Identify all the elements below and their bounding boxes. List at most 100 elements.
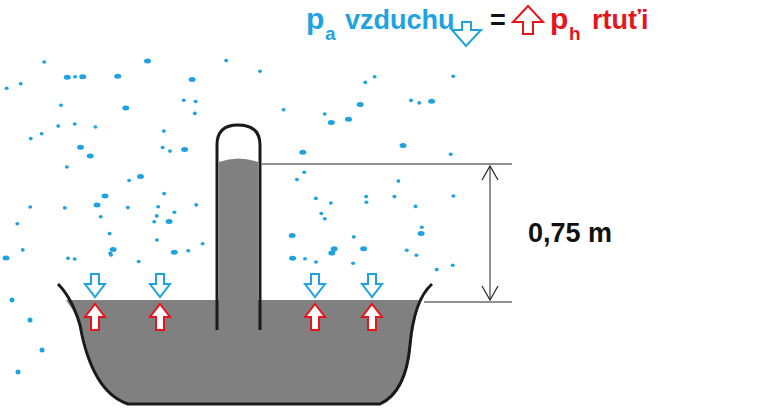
- air-particle: [332, 248, 336, 252]
- air-particle: [114, 74, 121, 79]
- air-particle: [186, 249, 190, 253]
- air-particle: [363, 81, 367, 85]
- air-particle: [451, 263, 455, 267]
- air-particle: [299, 150, 306, 155]
- air-particle: [40, 348, 45, 353]
- air-particle: [64, 75, 71, 80]
- surface-arrows: [85, 274, 382, 330]
- air-particle: [77, 145, 84, 150]
- air-particle: [405, 249, 409, 253]
- air-particle: [396, 179, 400, 183]
- air-particle: [28, 318, 33, 323]
- air-particle: [364, 195, 368, 199]
- air-particle: [314, 260, 318, 264]
- air-particle: [194, 203, 198, 207]
- air-particle: [302, 170, 306, 174]
- pressure-arrow-down: [452, 22, 481, 46]
- air-particle: [323, 112, 327, 116]
- air-particle: [87, 154, 94, 159]
- air-particle: [144, 58, 151, 63]
- air-particle: [449, 152, 453, 156]
- mercury-pressure-arrow: [85, 304, 105, 330]
- air-pressure-arrow: [305, 274, 325, 297]
- air-particle: [373, 75, 377, 79]
- air-particle: [323, 217, 327, 221]
- air-particle: [3, 256, 10, 261]
- air-particle: [194, 100, 198, 104]
- subscript: a: [325, 24, 336, 43]
- air-particle: [414, 205, 418, 209]
- equals-sign: =: [490, 7, 506, 34]
- air-particle: [108, 232, 112, 236]
- air-particle: [93, 125, 97, 129]
- air-particle: [289, 233, 296, 238]
- air-particle: [224, 59, 228, 63]
- air-particle: [451, 74, 455, 78]
- air-particle: [428, 99, 435, 104]
- air-particle: [5, 87, 9, 91]
- air-particle: [94, 203, 101, 208]
- air-particle: [15, 222, 19, 226]
- air-particle: [392, 195, 396, 199]
- mercury-basin: [66, 300, 420, 404]
- air-particle: [357, 102, 364, 107]
- air-particle: [351, 262, 355, 266]
- air-particle: [172, 210, 176, 214]
- air-particle: [40, 132, 44, 136]
- air-particle: [414, 254, 418, 258]
- air-particle: [56, 124, 60, 128]
- air-particle: [331, 246, 338, 251]
- air-particle: [409, 99, 413, 103]
- air-pressure-arrow: [85, 274, 105, 297]
- air-particle: [21, 248, 25, 252]
- air-particle: [122, 105, 129, 110]
- air-particle: [161, 146, 165, 150]
- air-particle: [352, 235, 356, 239]
- air-particle: [360, 246, 367, 251]
- air-particle: [19, 82, 23, 86]
- dimension-line: [424, 302, 512, 303]
- air-particle: [155, 238, 159, 242]
- air-particle: [193, 112, 197, 116]
- air-particle: [303, 257, 307, 261]
- air-particle: [258, 70, 262, 74]
- air-particle: [282, 108, 286, 112]
- dimension-line: [262, 164, 512, 165]
- air-particle: [181, 147, 188, 152]
- pressure-symbol: p: [550, 4, 568, 34]
- air-particle: [73, 122, 77, 126]
- mercury-pressure-arrow: [305, 304, 325, 330]
- air-particle: [364, 201, 368, 205]
- air-particle: [295, 178, 299, 182]
- air-particle: [400, 143, 407, 148]
- air-particle: [156, 205, 160, 209]
- air-pressure-arrow: [362, 274, 382, 297]
- air-particle: [289, 256, 296, 261]
- air-particle: [29, 137, 33, 141]
- air-particle: [79, 74, 86, 79]
- basin-outline: [58, 284, 432, 404]
- air-particle: [162, 192, 166, 196]
- air-particle: [345, 117, 352, 122]
- air-particle: [110, 247, 117, 252]
- subscript: h: [569, 24, 581, 43]
- title-text: vzduchu: [345, 7, 455, 34]
- title-text: rtuťi: [592, 7, 648, 34]
- air-particle: [329, 201, 333, 205]
- air-particle: [99, 215, 103, 219]
- air-particle: [73, 75, 77, 79]
- air-particle: [126, 206, 130, 210]
- air-particle: [314, 197, 318, 201]
- air-particle: [16, 370, 21, 375]
- air-particle: [127, 179, 131, 183]
- dimension-line: [490, 166, 491, 300]
- dimension-arrowhead: [482, 286, 498, 300]
- air-particle: [65, 165, 69, 169]
- air-particle: [420, 225, 424, 229]
- air-particle: [435, 268, 439, 272]
- air-particle: [63, 206, 67, 210]
- air-particle: [59, 103, 63, 107]
- air-particle: [171, 250, 178, 255]
- air-particle: [182, 99, 186, 103]
